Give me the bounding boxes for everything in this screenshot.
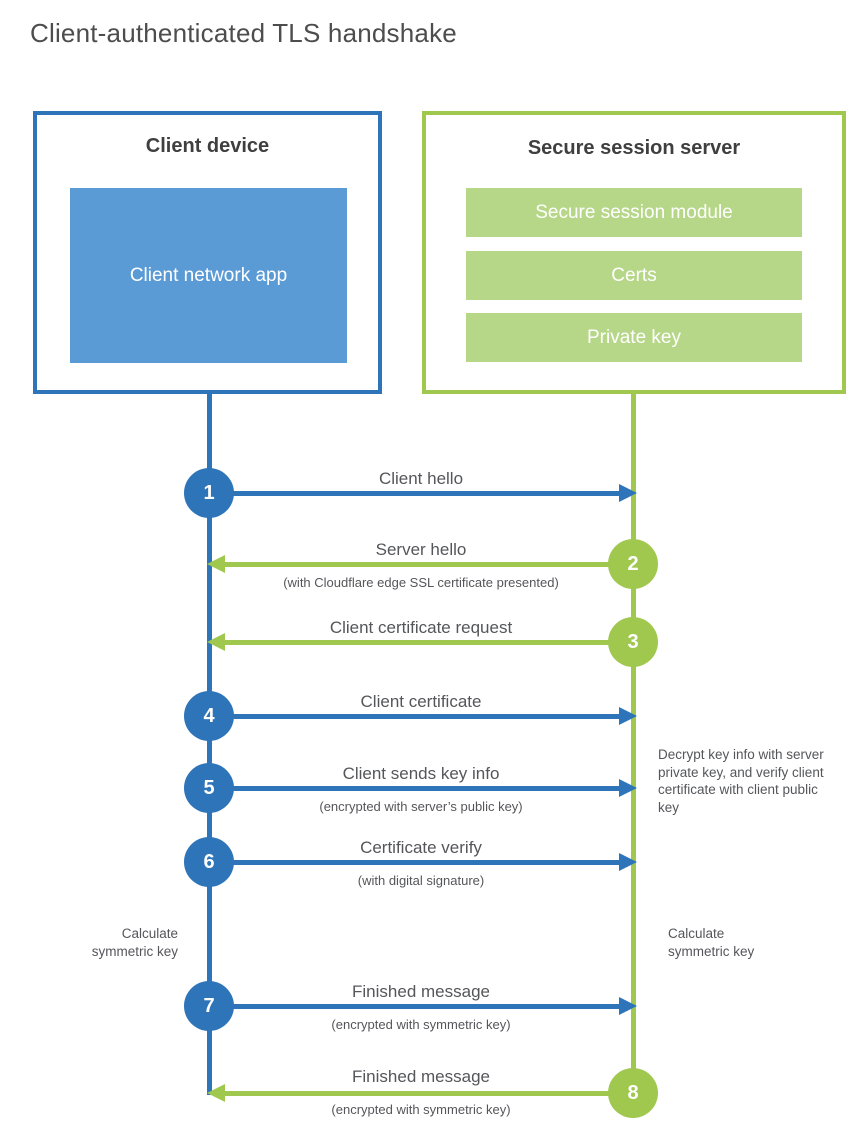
server-module-label: Secure session module — [535, 201, 733, 223]
step-3-arrow-line — [225, 640, 633, 645]
step-6-arrowhead-icon — [619, 853, 637, 871]
step-2-circle: 2 — [608, 539, 658, 589]
client-timeline — [207, 392, 212, 1095]
step-4-circle: 4 — [184, 691, 234, 741]
step-5-arrow-line — [209, 786, 621, 791]
client-network-app-box: Client network app — [70, 188, 347, 363]
step-7-label: Finished message — [352, 982, 490, 1001]
step-1-arrow-line — [209, 491, 621, 496]
step-number: 7 — [203, 994, 215, 1017]
step-number: 3 — [627, 630, 639, 653]
step-2-label: Server hello — [375, 540, 467, 559]
decrypt-note: Decrypt key info with server private key… — [658, 747, 824, 815]
step-8-sublabel: (encrypted with symmetric key) — [331, 1102, 511, 1117]
calculate-symmetric-key-server: Calculate symmetric key — [668, 926, 755, 959]
step-4-label: Client certificate — [360, 692, 482, 711]
step-6-sublabel: (with digital signature) — [357, 873, 485, 888]
step-4-arrow-line — [209, 714, 621, 719]
step-1-circle: 1 — [184, 468, 234, 518]
step-number: 6 — [203, 850, 215, 873]
step-7-arrowhead-icon — [619, 997, 637, 1015]
secure-session-server-title: Secure session server — [527, 137, 741, 159]
step-8-label: Finished message — [352, 1067, 490, 1086]
step-6-arrow-line — [209, 860, 621, 865]
step-7-arrow-line — [209, 1004, 621, 1009]
step-number: 1 — [203, 481, 215, 504]
step-7-circle: 7 — [184, 981, 234, 1031]
server-module-label: Private key — [587, 326, 681, 348]
step-8-arrow-line — [225, 1091, 633, 1096]
step-1-label: Client hello — [378, 469, 464, 488]
step-number: 5 — [203, 776, 215, 799]
step-7-sublabel: (encrypted with symmetric key) — [331, 1017, 511, 1032]
step-5-arrowhead-icon — [619, 779, 637, 797]
page-title: Client-authenticated TLS handshake — [30, 18, 457, 48]
step-3-arrowhead-icon — [207, 633, 225, 651]
client-network-app-label: Client network app — [129, 264, 288, 286]
server-timeline — [631, 392, 636, 1097]
step-number: 2 — [627, 552, 639, 575]
server-module-private-key: Private key — [466, 313, 802, 362]
server-module-secure-session: Secure session module — [466, 188, 802, 237]
step-number: 8 — [627, 1081, 639, 1104]
step-5-label: Client sends key info — [342, 764, 500, 783]
step-3-label: Client certificate request — [329, 618, 513, 637]
step-2-arrowhead-icon — [207, 555, 225, 573]
step-3-circle: 3 — [608, 617, 658, 667]
step-8-arrowhead-icon — [207, 1084, 225, 1102]
server-module-label: Certs — [611, 264, 657, 286]
step-number: 4 — [203, 704, 215, 727]
step-6-label: Certificate verify — [360, 838, 482, 857]
step-2-sublabel: (with Cloudflare edge SSL certificate pr… — [283, 575, 559, 590]
step-4-arrowhead-icon — [619, 707, 637, 725]
step-8-circle: 8 — [608, 1068, 658, 1118]
step-1-arrowhead-icon — [619, 484, 637, 502]
step-2-arrow-line — [225, 562, 633, 567]
step-5-sublabel: (encrypted with server’s public key) — [319, 799, 523, 814]
client-device-title: Client device — [145, 135, 270, 157]
step-5-circle: 5 — [184, 763, 234, 813]
calculate-symmetric-key-client: Calculate symmetric key — [91, 926, 178, 959]
server-module-certs: Certs — [466, 251, 802, 300]
step-6-circle: 6 — [184, 837, 234, 887]
